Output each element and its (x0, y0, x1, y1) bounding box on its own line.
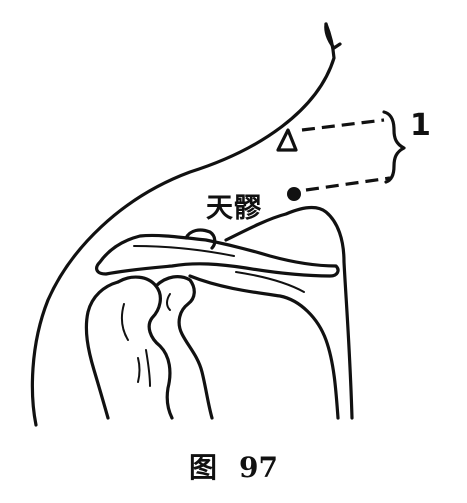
triangle-marker (278, 130, 296, 150)
clavicle-inner-line (134, 246, 234, 256)
bone-detail-3 (146, 350, 150, 386)
neck-shoulder-outline (32, 24, 334, 425)
humerus-outline-left (86, 282, 118, 418)
figure-char: 图 (189, 446, 217, 486)
acupoint-dot (287, 187, 301, 201)
acromion-upper-outline (226, 208, 352, 418)
figure-number: 97 (239, 451, 278, 484)
acupoint-label: 天髎 (206, 186, 262, 225)
greater-tubercle-outline (156, 277, 212, 418)
scapula-outline (190, 276, 338, 418)
upper-dashed-line (302, 120, 384, 130)
lower-dashed-line (306, 178, 390, 190)
bone-detail-4 (167, 294, 170, 310)
bone-detail-1 (122, 304, 128, 340)
humerus-head-outline (118, 277, 172, 418)
bone-detail-2 (138, 358, 140, 382)
clavicle-outline (97, 235, 338, 276)
distance-label: 1 (410, 108, 431, 143)
figure-caption: 图 97 (0, 446, 467, 486)
distance-brace (384, 112, 404, 182)
